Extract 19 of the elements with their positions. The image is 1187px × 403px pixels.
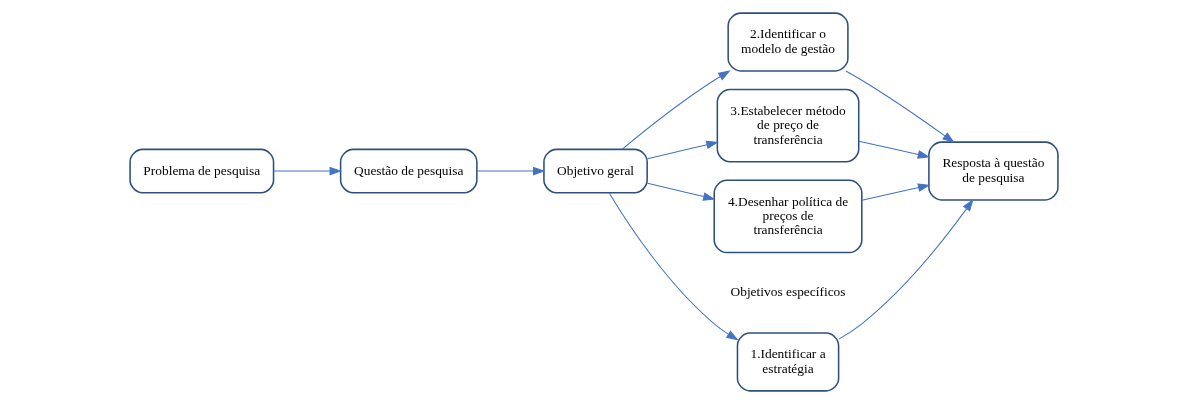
arrow — [621, 69, 731, 150]
node-box: 2.Identificar o modelo de gestão — [726, 11, 849, 72]
node-box: 3.Estabelecer método de preço de transferência — [716, 88, 859, 163]
node-box: Objetivo geral — [542, 148, 648, 193]
arrow — [646, 140, 719, 159]
node-box: Resposta à questão de pesquisa — [927, 140, 1059, 201]
arrow — [272, 166, 342, 175]
label: Objetivos específicos — [730, 283, 846, 299]
node-box: 1.Identificar a estratégia — [736, 331, 839, 392]
arrow — [857, 140, 930, 159]
node-box: Problema de pesquisa — [128, 148, 274, 193]
arrow — [837, 198, 974, 340]
node-box: Questão de pesquisa — [339, 148, 478, 193]
arrow — [844, 69, 955, 143]
arrow — [646, 182, 715, 201]
arrow — [860, 182, 930, 201]
arrow — [475, 166, 545, 175]
node-box: 4.Desenhar política de preços de transferência — [712, 179, 863, 253]
arrow — [608, 191, 739, 340]
